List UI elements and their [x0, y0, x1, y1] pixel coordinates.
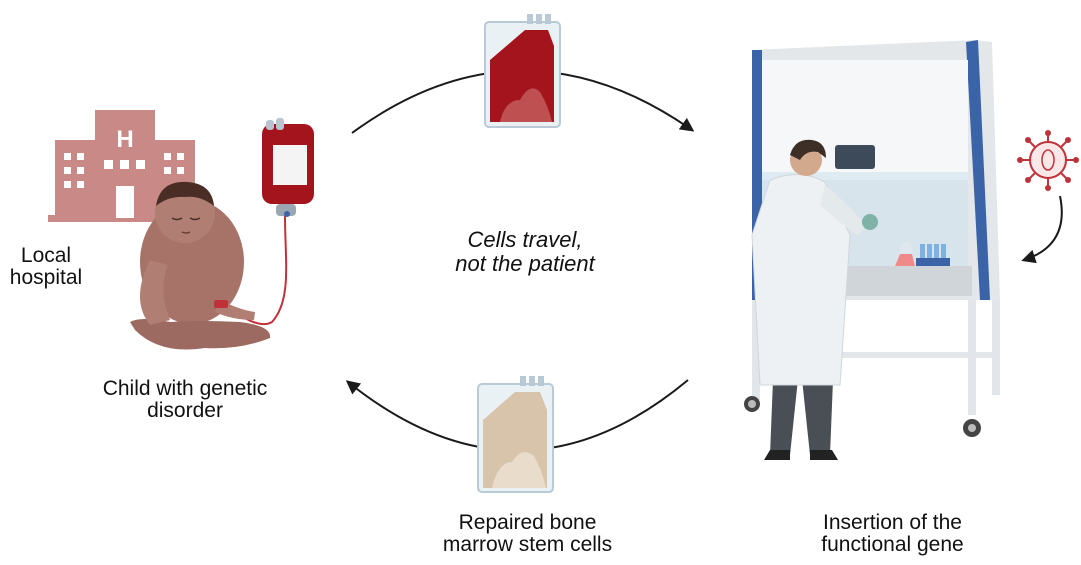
repaired-cells-bag-icon: [477, 376, 554, 493]
insertion-label: Insertion of the functional gene: [821, 511, 964, 556]
local-hospital-label: Local hospital: [9, 244, 83, 289]
blood-bag-icon: [484, 14, 561, 128]
child-label: Child with genetic disorder: [102, 377, 268, 422]
virus-arrow: [1021, 195, 1063, 264]
repaired-cells-label: Repaired bone marrow stem cells: [442, 511, 613, 556]
hospital-icon: [48, 110, 198, 222]
hospital-sign: H: [116, 126, 133, 153]
center-label: Cells travel, not the patient: [455, 227, 595, 276]
baby-icon: [130, 181, 271, 350]
iv-blood-bag-icon: [235, 118, 314, 326]
virus-icon: [1017, 130, 1079, 191]
scientist-icon: [751, 139, 878, 460]
